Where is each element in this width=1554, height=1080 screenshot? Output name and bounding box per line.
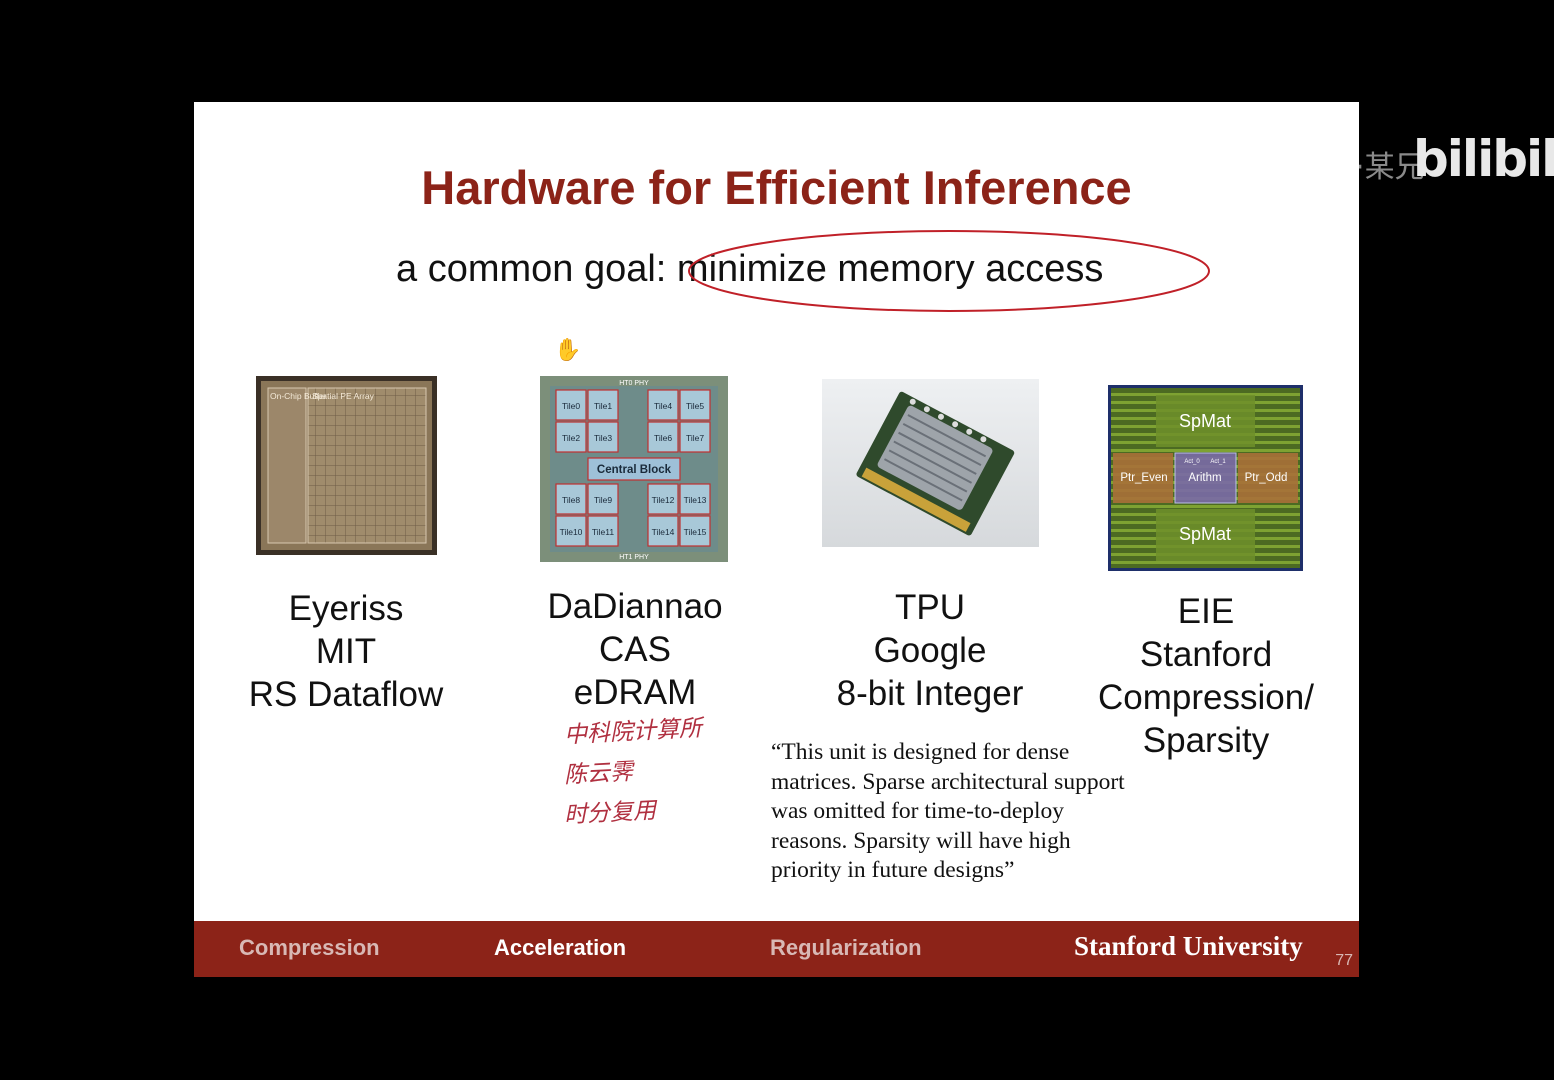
slide-footer: Compression Acceleration Regularization … [194,921,1359,977]
bilibili-logo: bilibili [1413,130,1554,188]
eyeriss-label: Eyeriss MIT RS Dataflow [231,587,461,716]
spmat-top-label: SpMat [1179,411,1231,431]
tile-box [647,421,679,453]
page-number: 77 [1335,952,1353,969]
tile-box [679,483,711,515]
dadiannao-detail: eDRAM [573,673,697,712]
footer-regularization: Regularization [770,935,922,960]
annotation-ellipse [688,230,1210,312]
tile-box [679,421,711,453]
tile-box [587,515,619,547]
handwritten-notes: 中科院计算所 陈云霁 时分复用 [563,712,702,832]
tile-box [679,515,711,547]
eie-detail-2: Sparsity [1142,721,1270,760]
tile-label: Tile9 [594,495,612,505]
eyeriss-buffer-label: On-Chip Buffer [270,391,327,401]
eie-label: EIE Stanford Compression/ Sparsity [1086,590,1326,762]
tile-label: Tile7 [686,433,704,443]
slide-subtitle: a common goal: minimize memory access [396,248,1104,290]
eie-chip-image: SpMat SpMat Ptr_Even Arithm Ptr_Odd Act_… [1108,385,1303,571]
eyeriss-detail: RS Dataflow [248,675,444,714]
eyeriss-org: MIT [315,632,377,671]
tile-label: Tile12 [652,495,675,505]
tile-label: Tile0 [562,401,580,411]
ht1-phy-label: HT1 PHY [619,554,649,561]
act1-label: Act_1 [1210,459,1226,465]
tile-label: Tile13 [684,495,707,505]
footer-acceleration: Acceleration [494,935,627,960]
tile-label: Tile4 [654,401,672,411]
dadiannao-name: DaDiannao [547,587,723,626]
tile-label: Tile5 [686,401,704,411]
dadiannao-org: CAS [599,630,671,669]
tile-box [647,515,679,547]
tile-label: Tile10 [560,527,583,537]
tile-label: Tile2 [562,433,580,443]
tpu-detail: 8-bit Integer [836,674,1024,713]
tile-box [647,483,679,515]
tpu-name: TPU [895,588,965,627]
eie-detail-1: Compression/ [1098,678,1314,717]
tpu-org: Google [873,631,987,670]
central-block-label: Central Block [597,464,672,476]
tile-box [587,421,619,453]
tile-label: Tile1 [594,401,612,411]
tile-label: Tile14 [652,527,675,537]
tile-box [679,389,711,421]
ht0-phy-label: HT0 PHY [619,380,649,387]
spmat-bottom-label: SpMat [1179,524,1231,544]
footer-compression: Compression [239,935,380,960]
arithm-label: Arithm [1188,472,1221,484]
tile-box [587,389,619,421]
ptr-odd-label: Ptr_Odd [1245,472,1288,484]
tile-label: Tile3 [594,433,612,443]
tpu-board-image [822,379,1039,547]
ptr-even-label: Ptr_Even [1120,472,1167,484]
dadiannao-label: DaDiannao CAS eDRAM [520,585,750,714]
eyeriss-chip-image: On-Chip Buffer Spatial PE Array [256,376,437,555]
stanford-university-logo: Stanford University [1074,931,1303,961]
tpu-quote: “This unit is designed for dense matrice… [771,739,1125,883]
tile-box [555,483,587,515]
tile-box [555,515,587,547]
tile-box [587,483,619,515]
eie-org: Stanford [1139,635,1273,674]
act0-label: Act_0 [1184,459,1200,465]
note-line-3: 时分复用 [563,797,657,829]
slide: Hardware for Efficient Inference a commo… [194,102,1359,977]
eyeriss-array-label: Spatial PE Array [312,391,375,401]
tile-box [555,389,587,421]
tile-label: Tile15 [684,527,707,537]
tpu-label: TPU Google 8-bit Integer [810,586,1050,715]
tile-label: Tile11 [592,527,614,537]
eie-name: EIE [1177,592,1235,631]
tile-box [647,389,679,421]
tile-label: Tile6 [654,433,672,443]
eyeriss-name: Eyeriss [288,589,404,628]
tile-box [555,421,587,453]
slide-title: Hardware for Efficient Inference [421,161,1132,214]
hand-cursor-icon: ✋ [554,337,582,362]
tile-label: Tile8 [562,495,580,505]
